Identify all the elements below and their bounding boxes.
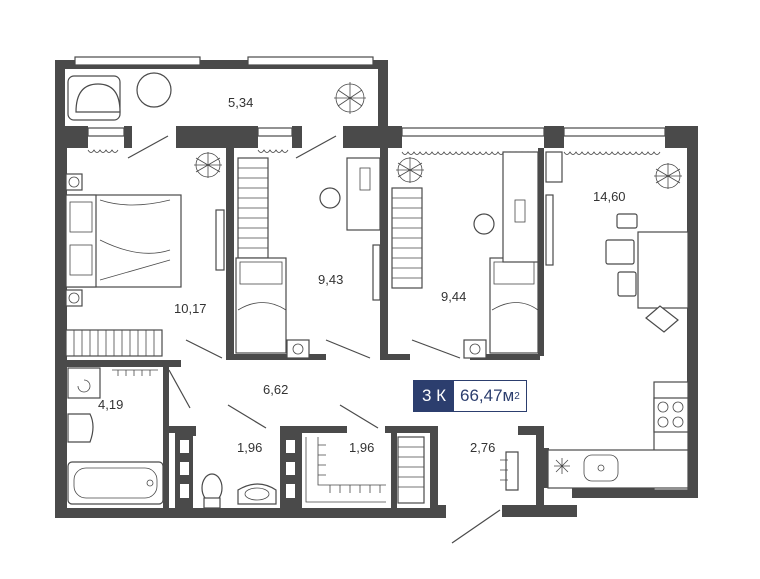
wall-gaps: [180, 438, 531, 498]
entrance-furniture: [500, 451, 519, 491]
total-area-unit: м: [502, 386, 515, 405]
room-3-furniture: [391, 151, 554, 359]
room-area-hall: 6,62: [263, 382, 288, 397]
room-area-room-3: 9,44: [441, 289, 466, 304]
room-area-wardrobe: 1,96: [349, 440, 374, 455]
room-area-entrance: 2,76: [470, 440, 495, 455]
room-area-balcony: 5,34: [228, 95, 253, 110]
room-count-label: 3 К: [414, 381, 454, 411]
walls: [55, 60, 698, 518]
total-area-unit-sup: 2: [514, 390, 520, 402]
room-area-room-2: 9,43: [318, 272, 343, 287]
room-area-wc: 1,96: [237, 440, 262, 455]
balcony-furniture: [67, 72, 366, 121]
doors: [127, 135, 501, 544]
bedroom-furniture: [65, 152, 225, 357]
wardrobe-furniture: [305, 436, 425, 504]
wc-furniture: [201, 473, 277, 509]
windows: [74, 56, 666, 137]
room-area-bedroom: 10,17: [174, 301, 207, 316]
room-area-bathroom: 4,19: [98, 397, 123, 412]
bathroom-furniture: [67, 367, 164, 505]
kitchen-furniture: [545, 151, 689, 491]
total-area-value: 66,47: [460, 386, 503, 405]
room-labels: 5,34 10,17 9,43 9,44 14,60 6,62 4,19 1,9…: [98, 95, 626, 455]
room-2-furniture: [235, 157, 381, 359]
room-area-kitchen: 14,60: [593, 189, 626, 204]
curtains: [87, 149, 661, 155]
